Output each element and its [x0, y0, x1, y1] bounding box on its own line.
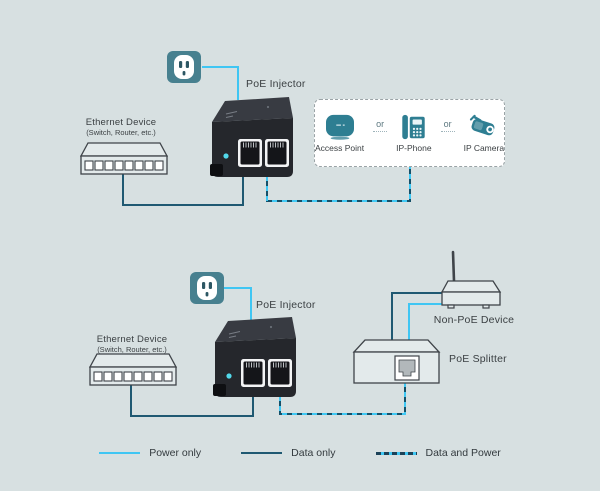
ethernet-device-sublabel-top: (Switch, Router, etc.): [86, 128, 156, 137]
data-power-line-bottom-base: [279, 382, 406, 415]
poe-injector-label-top: PoE Injector: [246, 78, 306, 90]
poe-splitter-label: PoE Splitter: [449, 353, 507, 365]
data-power-line-top-dash: [266, 167, 411, 202]
ip-phone-group: IP-Phone: [396, 113, 432, 153]
non-poe-device: [437, 249, 507, 309]
ethernet-device-label-top: Ethernet Device: [85, 117, 157, 128]
poe-injector-device: [210, 94, 294, 178]
data-only-line-sample: [241, 452, 283, 454]
poe-splitter-device: [351, 335, 443, 385]
ip-camera-icon: [467, 113, 501, 141]
non-poe-device-label: Non-PoE Device: [433, 314, 515, 326]
data-power-line-bottom-dash: [279, 382, 406, 415]
or-separator: or: [373, 119, 388, 132]
splitter-power-line: [408, 303, 444, 346]
data-and-power-label: Data and Power: [425, 447, 501, 459]
power-only-label: Power only: [149, 447, 202, 459]
access-point-group: Access Point: [315, 113, 364, 153]
power-outlet-icon: [190, 272, 224, 304]
data-and-power-line-sample: [375, 451, 417, 455]
access-point-label: Access Point: [314, 143, 365, 153]
ethernet-device-sublabel-bottom: (Switch, Router, etc.): [97, 345, 167, 354]
ip-camera-label: IP Camera: [463, 143, 505, 153]
data-line-bottom: [130, 384, 254, 417]
poe-injector-label-bottom: PoE Injector: [256, 299, 316, 311]
ethernet-switch-device: [79, 141, 169, 175]
data-line-top: [122, 170, 244, 206]
power-line-top: [202, 66, 239, 100]
or-separator: or: [440, 119, 455, 132]
power-outlet-icon: [167, 51, 201, 83]
ip-camera-group: IP Camera: [464, 113, 504, 153]
power-line-bottom: [223, 287, 252, 322]
ethernet-device-label-bottom: Ethernet Device: [96, 334, 168, 345]
data-only-label: Data only: [291, 447, 336, 459]
poe-injector-device: [213, 314, 297, 398]
splitter-data-line: [391, 292, 444, 346]
ip-phone-label: IP-Phone: [396, 143, 432, 153]
ethernet-switch-device: [88, 352, 178, 386]
powered-devices-box: Access Point or IP-Phone or IP Camera: [314, 99, 505, 167]
ip-phone-icon: [401, 113, 426, 141]
access-point-icon: [323, 113, 357, 141]
legend: Power only Data only Data and Power: [0, 447, 600, 459]
power-only-line-sample: [99, 452, 141, 454]
